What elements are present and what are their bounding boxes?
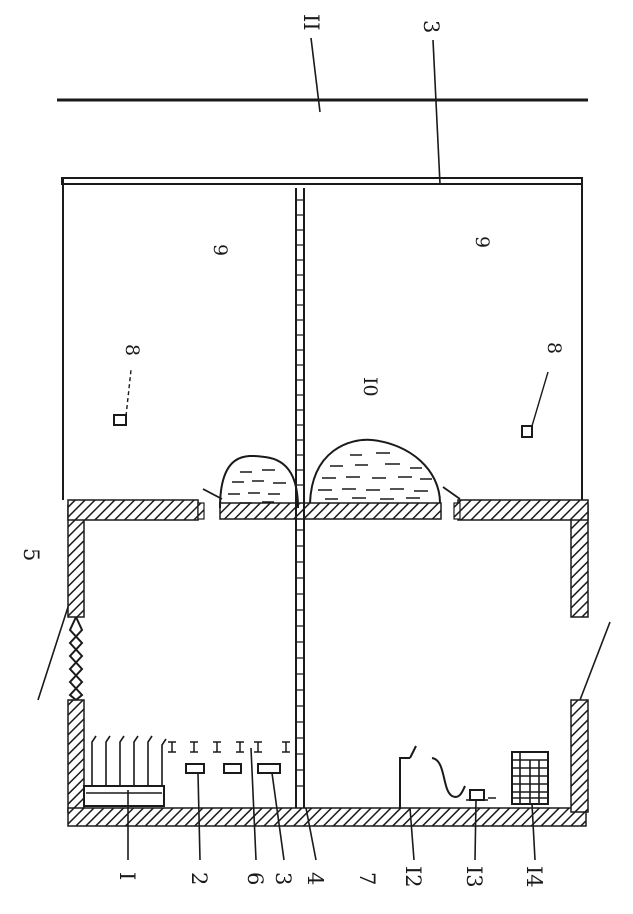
label-2: 2 [187,872,211,885]
leader-lines [37,37,611,861]
sensor-leader-right [531,371,549,427]
equipment-13 [466,789,496,801]
material-mound-large [309,438,441,504]
sensor-marker-right [521,425,533,438]
wall-left-top-segment [67,504,85,618]
center-divider [295,188,305,808]
label-8-right: 8 [543,342,565,354]
fixture-6 [223,763,242,774]
rack-unit [83,735,167,807]
wall-left-bottom-segment [67,699,85,813]
label-1: I [115,872,139,880]
wall-right-bottom-segment [570,699,589,813]
partition-left [67,499,199,521]
label-11: II [299,14,323,31]
label-8-left: 8 [121,344,143,356]
partition-right [457,499,589,521]
label-7: 7 [355,872,379,885]
hatched-walls [67,499,589,827]
zigzag-opening-inner [68,616,84,701]
top-wall [61,177,583,185]
label-3-top: 3 [419,20,443,33]
sensor-leader-left [125,369,132,417]
equipment-14 [511,751,549,805]
label-10: I0 [359,377,381,397]
door-mark-right [442,486,461,500]
label-9-right: 9 [471,236,493,248]
label-4: 4 [303,872,327,885]
fixture-2 [185,763,205,774]
material-mound-small [219,455,299,509]
label-5: 5 [19,548,43,561]
partition-center [219,502,442,520]
sensor-marker-left [113,414,127,426]
wall-bottom [67,807,587,827]
wall-right-top-segment [570,504,589,618]
label-6: 6 [243,872,267,885]
fixture-3 [257,763,281,774]
label-9-left: 9 [209,244,231,256]
fixture-row [168,741,290,774]
labels: I 2 6 3 4 7 I2 I3 I4 5 II 3 9 9 8 8 I0 [19,14,565,888]
label-13: I3 [462,866,486,888]
door-mark-left [202,488,223,500]
equipment-12 [399,745,466,808]
label-3-bottom: 3 [271,872,295,885]
label-12: I2 [401,866,425,888]
wall-stub-left [197,502,205,520]
wall-stub-right [453,502,461,520]
label-14: I4 [522,866,546,888]
